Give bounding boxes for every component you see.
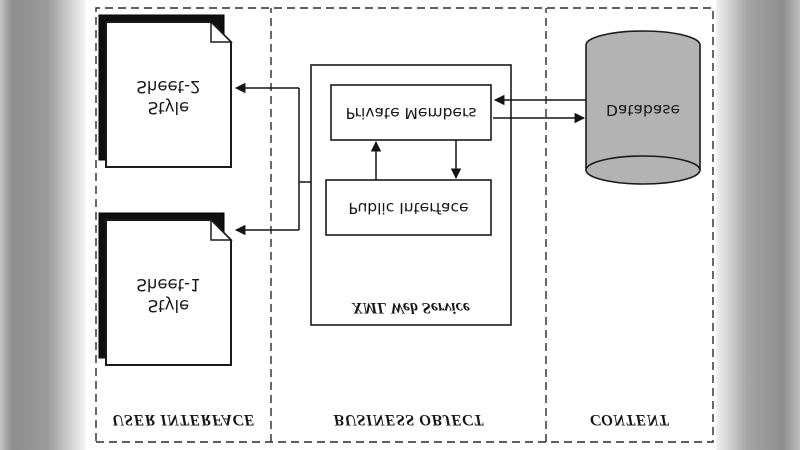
private-members-box [330,84,492,141]
style-sheet-2-line1: Style [147,98,190,117]
style-sheet-1-label: Style Sheet-1 [106,274,231,316]
public-interface-label: Public Interface [348,199,469,217]
public-interface-box [325,179,492,236]
cylinder-bottom-arc [585,30,701,46]
left-shade-gradient [0,0,88,450]
dashed-frame [95,7,714,443]
folded-corner [210,20,233,43]
section-label-content: CONTENT [589,411,670,428]
folded-corner [210,218,233,241]
style-sheet-1-line1: Style [147,296,190,315]
web-service-title: XML Web Service [352,299,470,316]
diagram-graphics [95,7,714,443]
style-sheet-2-label: Style Sheet-2 [106,76,231,118]
cylinder-top-ellipse [585,155,701,185]
section-label-business-object: BUSINESS OBJECT [333,411,484,428]
flipped-diagram: USER INTERFACE BUSINESS OBJECT CONTENT S… [86,0,716,450]
style-sheet-1-icon [98,212,233,366]
cylinder-body [586,31,700,170]
section-label-user-interface: USER INTERFACE [112,411,255,428]
database-label: Database [606,101,680,119]
style-sheet-2-icon [98,14,233,168]
style-sheet-2-line2: Sheet-2 [136,77,201,96]
database-cylinder [585,30,701,185]
private-members-label: Private Members [345,104,477,122]
right-shade-gradient [712,0,800,450]
style-sheet-1-line2: Sheet-1 [136,275,201,294]
diagram-canvas: USER INTERFACE BUSINESS OBJECT CONTENT S… [86,0,716,450]
